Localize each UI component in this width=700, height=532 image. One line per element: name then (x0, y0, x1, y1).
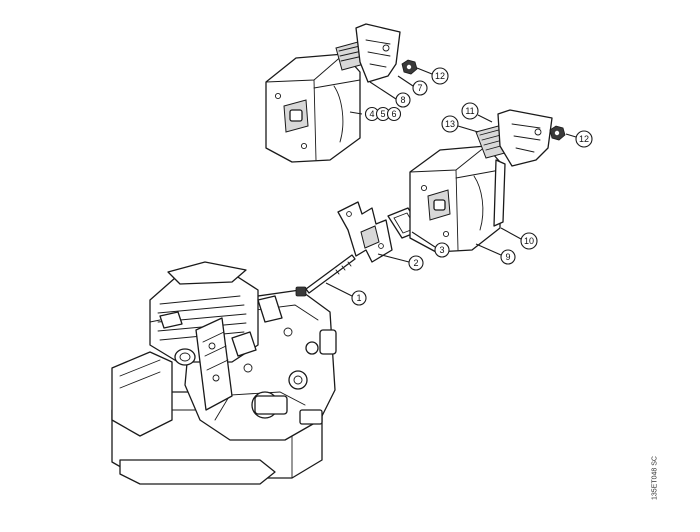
callout-11-label: 11 (465, 106, 474, 116)
part-4-5-6-muffler-housing-upper (265, 53, 361, 163)
callout-1: 1 (351, 290, 367, 306)
callout-3: 3 (434, 242, 450, 258)
callout-10: 10 (520, 232, 538, 250)
engine-crankcase-assembly (111, 261, 337, 485)
callout-12-lower: 12 (575, 130, 593, 148)
part-12-nut-upper (401, 59, 418, 75)
callout-6-label: 6 (391, 109, 396, 119)
callout-2-label: 2 (413, 258, 418, 268)
callout-2: 2 (408, 255, 424, 271)
callout-11: 11 (461, 102, 479, 120)
callout-9-label: 9 (505, 252, 510, 262)
callout-3-label: 3 (439, 245, 444, 255)
part-2-gasket-plate (337, 201, 393, 263)
callout-12-lower-label: 12 (579, 134, 589, 144)
callout-6: 6 (386, 106, 402, 122)
callout-5: 5 (375, 106, 391, 122)
callout-8: 8 (395, 92, 411, 108)
callout-5-label: 5 (380, 109, 385, 119)
part-9-muffler-housing-lower (409, 145, 501, 253)
part-10-backing-plate (493, 159, 506, 227)
callout-12-upper: 12 (431, 67, 449, 85)
callout-7: 7 (412, 80, 428, 96)
callout-leaders (325, 67, 577, 297)
callout-13-label: 13 (445, 119, 455, 129)
drawing-reference-code: 135ET048 SC (651, 456, 659, 500)
callout-1-label: 1 (356, 293, 361, 303)
part-7-upper-cover (355, 23, 401, 83)
part-1-stud (295, 254, 356, 297)
callout-4-label: 4 (369, 109, 374, 119)
callout-7-label: 7 (417, 83, 422, 93)
callout-8-label: 8 (400, 95, 405, 105)
part-11-muffler-cover (497, 109, 553, 167)
part-12-nut-lower (549, 125, 566, 141)
callout-10-label: 10 (524, 236, 534, 246)
callout-12-upper-label: 12 (435, 71, 445, 81)
callout-13: 13 (441, 115, 459, 133)
callout-9: 9 (500, 249, 516, 265)
